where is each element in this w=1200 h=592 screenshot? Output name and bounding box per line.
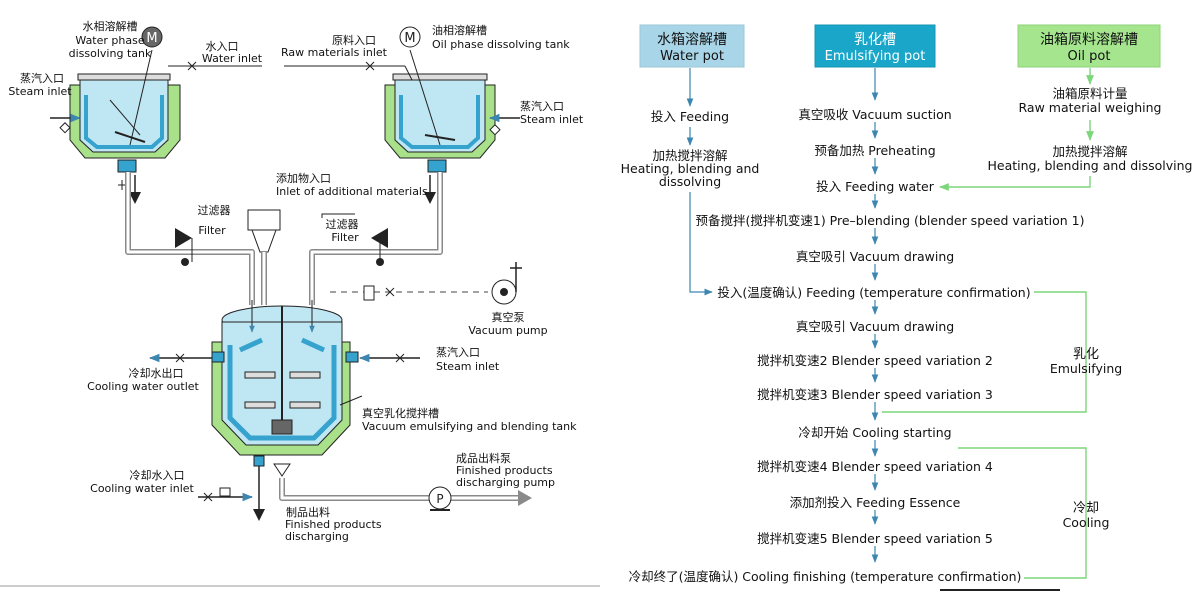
main-step-9: 搅拌机变速3 Blender speed variation 3 (757, 387, 993, 402)
water-tank-label-en1: Water phase (75, 34, 144, 47)
filter-left-en: Filter (198, 224, 226, 237)
filter-left (175, 228, 193, 266)
water-motor (141, 26, 163, 48)
oil-tank-label-en: Oil phase dissolving tank (432, 38, 570, 51)
water-step-heat-cn: 加热搅拌溶解 (652, 148, 727, 163)
steam-inlet-left-cn: 蒸汽入口 (20, 71, 64, 85)
header-water-pot: 水箱溶解槽 Water pot (639, 24, 745, 68)
header-oil-pot: 油箱原料溶解槽 Oil pot (1017, 24, 1161, 68)
finished-discharge-en1: Finished products (285, 518, 382, 531)
water-motor-label: M (146, 31, 157, 46)
steam-inlet-left-en: Steam inlet (8, 85, 72, 98)
main-step-14: 冷却终了(温度确认) Cooling finishing (temperatur… (629, 569, 1022, 584)
filter-left-cn: 过滤器 (198, 204, 231, 217)
process-flowchart: 水箱溶解槽 Water pot 乳化槽 Emulsifying pot 油箱原料… (621, 24, 1193, 591)
main-tank-cn: 真空乳化搅拌槽 (362, 406, 439, 420)
oil-motor-label: M (404, 31, 415, 46)
water-inlet-en: Water inlet (202, 52, 263, 65)
cooling-outlet-cn: 冷却水出口 (129, 366, 184, 380)
oil-step-heat-cn: 加热搅拌溶解 (1052, 144, 1127, 159)
additional-inlet-cn: 添加物入口 (276, 171, 331, 185)
bracket-emuls-en: Emulsifying (1050, 361, 1122, 376)
discharge-pump-symbol: P (436, 492, 443, 506)
main-tank-en: Vacuum emulsifying and blending tank (362, 420, 577, 433)
water-inlet-cn: 水入口 (206, 40, 239, 53)
header-oil-cn: 油箱原料溶解槽 (1040, 32, 1138, 48)
oil-phase-tank (384, 49, 496, 159)
oil-step-heat-en: Heating, blending and dissolving (988, 158, 1193, 173)
filter-right-cn: 过滤器 (326, 218, 359, 231)
oil-tank-label-cn: 油相溶解槽 (432, 23, 487, 37)
bracket-cool-en: Cooling (1063, 515, 1110, 530)
raw-inlet-en: Raw materials inlet (281, 46, 388, 59)
additional-materials-hopper (247, 209, 281, 305)
water-outlet (117, 159, 137, 173)
steam-inlet-right-cn: 蒸汽入口 (520, 99, 564, 113)
bracket-cool-cn: 冷却 (1073, 501, 1099, 516)
additional-inlet-en: Inlet of additional materials (276, 185, 428, 198)
water-step-heat-en2: dissolving (659, 174, 721, 189)
header-water-cn: 水箱溶解槽 (657, 32, 727, 48)
cooling-outlet-en: Cooling water outlet (87, 380, 199, 393)
main-step-6: 投入(温度确认) Feeding (temperature confirmati… (717, 285, 1030, 300)
water-to-feeding-connector (689, 192, 713, 296)
water-step-feeding: 投入 Feeding (651, 109, 729, 124)
cooling-bracket (958, 447, 1087, 579)
main-step-11: 搅拌机变速4 Blender speed variation 4 (757, 459, 993, 474)
raw-inlet-cn: 原料入口 (332, 33, 376, 47)
finished-discharge-en2: discharging (285, 530, 349, 543)
main-step-2: 预备加热 Preheating (814, 143, 935, 158)
vacuum-pump-cn: 真空泵 (492, 310, 525, 324)
main-step-10: 冷却开始 Cooling starting (798, 425, 951, 440)
filter-right (371, 228, 388, 266)
main-step-1: 真空吸收 Vacuum suction (798, 107, 951, 122)
header-oil-en: Oil pot (1068, 49, 1111, 64)
cooling-inlet-en: Cooling water inlet (90, 482, 194, 495)
oil-step-weigh-en: Raw material weighing (1019, 100, 1162, 115)
oil-step-weigh-cn: 油箱原料计量 (1052, 86, 1127, 101)
main-step-12: 添加剂投入 Feeding Essence (790, 495, 961, 510)
header-emuls-cn: 乳化槽 (854, 32, 896, 48)
header-water-en: Water pot (660, 49, 724, 64)
steam-inlet-main-cn: 蒸汽入口 (436, 345, 480, 359)
main-step-3: 投入 Feeding water (816, 179, 935, 194)
filter-right-en: Filter (331, 231, 359, 244)
bracket-emuls-cn: 乳化 (1073, 347, 1099, 362)
main-step-5: 真空吸引 Vacuum drawing (796, 249, 954, 264)
steam-inlet-right-en: Steam inlet (520, 113, 584, 126)
header-emuls-en: Emulsifying pot (825, 49, 926, 64)
finished-discharge-cn: 制品出料 (286, 505, 330, 519)
vacuum-pump-en: Vacuum pump (468, 324, 547, 337)
main-step-13: 搅拌机变速5 Blender speed variation 5 (757, 531, 993, 546)
finished-pump-cn: 成品出料泵 (456, 451, 511, 465)
main-step-8: 搅拌机变速2 Blender speed variation 2 (757, 353, 993, 368)
water-inlet-valve (187, 61, 197, 71)
main-step-7: 真空吸引 Vacuum drawing (796, 319, 954, 334)
oil-motor (399, 26, 421, 48)
finished-pump-en1: Finished products (456, 464, 553, 477)
main-emulsifying-tank (211, 300, 359, 456)
steam-inlet-main-en: Steam inlet (436, 360, 500, 373)
cooling-inlet-cn: 冷却水入口 (130, 469, 185, 482)
water-tank-label-cn: 水相溶解槽 (83, 19, 138, 33)
header-emulsifying-pot: 乳化槽 Emulsifying pot (814, 24, 936, 68)
water-step-heat-en1: Heating, blending and (621, 161, 760, 176)
equipment-diagram: M 水相溶解槽 Water phase dissolving tank 水入口 … (0, 19, 600, 587)
water-phase-tank (69, 49, 181, 159)
water-tank-label-en2: dissolving tank (69, 47, 152, 60)
finished-pump-en2: discharging pump (456, 476, 555, 489)
oil-to-feeding-connector (939, 176, 1091, 191)
emulsifying-bracket (882, 291, 1087, 413)
main-step-4: 预备搅拌(搅拌机变速1) Pre–blending (blender speed… (695, 213, 1084, 228)
